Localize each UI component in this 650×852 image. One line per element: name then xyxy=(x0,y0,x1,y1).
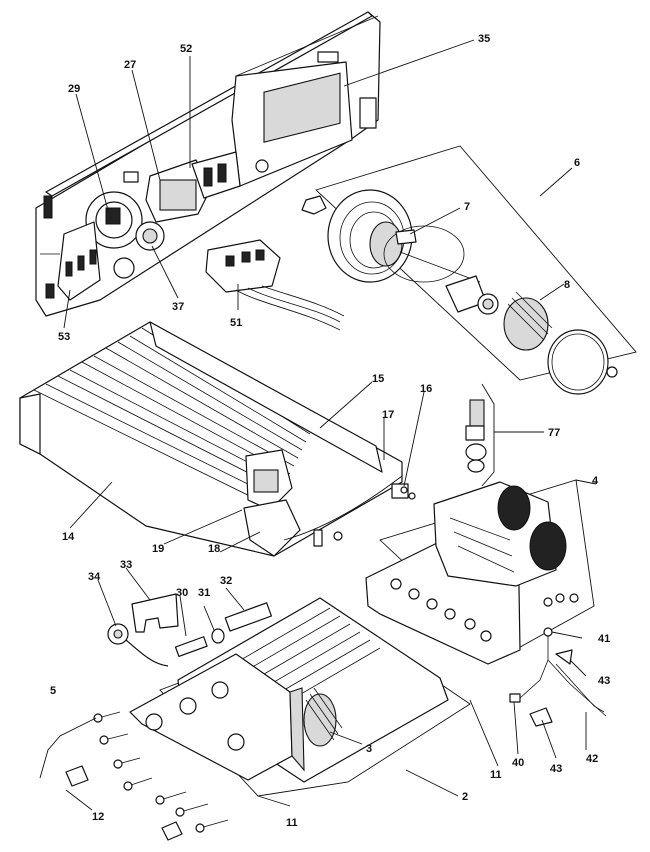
heat-exchanger-top xyxy=(365,479,595,665)
part-label-42: 42 xyxy=(586,753,598,765)
part-labels: 35 52 27 29 6 7 8 37 51 53 15 16 17 77 1… xyxy=(50,33,610,829)
valve-77 xyxy=(465,383,495,487)
connector-51 xyxy=(205,239,345,331)
part-label-11-right: 11 xyxy=(490,769,502,781)
part-label-29: 29 xyxy=(68,83,80,95)
sensor-wiring xyxy=(509,627,607,727)
part-label-4: 4 xyxy=(592,475,599,487)
part-label-19: 19 xyxy=(152,543,164,555)
part-label-52: 52 xyxy=(180,43,192,55)
part-label-7: 7 xyxy=(464,201,470,213)
part-label-2: 2 xyxy=(462,791,468,803)
part-label-43-top: 43 xyxy=(598,675,610,687)
fan-assembly xyxy=(301,145,637,395)
part-label-12: 12 xyxy=(92,811,104,823)
control-panel-assembly xyxy=(35,11,381,317)
heat-exchanger-bottom xyxy=(129,597,471,807)
part-label-34: 34 xyxy=(88,571,101,583)
part-label-31: 31 xyxy=(198,587,210,599)
small-parts-30-34 xyxy=(107,593,273,667)
part-label-53: 53 xyxy=(58,331,70,343)
part-label-15: 15 xyxy=(372,373,384,385)
part-label-11-bottom: 11 xyxy=(286,817,298,829)
part-label-77: 77 xyxy=(548,427,560,439)
part-label-6: 6 xyxy=(574,157,580,169)
part-label-27: 27 xyxy=(124,59,136,71)
part-label-51: 51 xyxy=(230,317,242,329)
leader-lines xyxy=(63,39,597,797)
part-label-43-bottom: 43 xyxy=(550,763,562,775)
part-label-8: 8 xyxy=(564,279,570,291)
part-label-5: 5 xyxy=(50,685,56,697)
part-label-35: 35 xyxy=(478,33,490,45)
part-label-3: 3 xyxy=(366,743,372,755)
bolts xyxy=(39,711,229,841)
part-label-41: 41 xyxy=(598,633,610,645)
part-label-32: 32 xyxy=(220,575,232,587)
part-label-16: 16 xyxy=(420,383,432,395)
part-label-18: 18 xyxy=(208,543,220,555)
part-label-33: 33 xyxy=(120,559,132,571)
part-label-17: 17 xyxy=(382,409,394,421)
part-label-30: 30 xyxy=(176,587,188,599)
part-label-14: 14 xyxy=(62,531,75,543)
part-label-37: 37 xyxy=(172,301,184,313)
burner-assembly xyxy=(19,321,416,557)
part-label-40: 40 xyxy=(512,757,524,769)
